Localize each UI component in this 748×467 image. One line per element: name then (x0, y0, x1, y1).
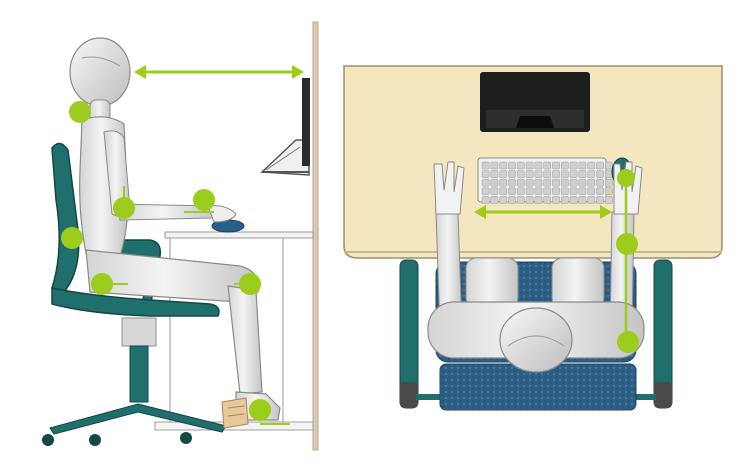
keyboard-key (560, 161, 569, 170)
keyboard-key (596, 196, 604, 204)
keyboard-key (525, 170, 534, 178)
keyboard-key (525, 178, 534, 187)
side-view (42, 21, 319, 451)
keyboard-key (516, 187, 525, 196)
keyboard-key (587, 178, 596, 187)
keyboard-key (596, 170, 604, 178)
keyboard-key (508, 170, 516, 178)
marker-neck (69, 101, 91, 123)
keyboard-key (508, 161, 516, 170)
top-view (343, 65, 723, 411)
laptop-monitor-icon (260, 78, 310, 176)
keyboard-key (604, 161, 613, 170)
keyboard-key (481, 187, 490, 196)
keyboard-key (490, 178, 499, 187)
keyboard-key (525, 187, 534, 196)
keyboard-key (508, 196, 516, 204)
keyboard-key (543, 187, 552, 196)
keyboard-key (508, 178, 516, 187)
keyboard-key (578, 178, 587, 187)
keyboard-key (543, 161, 552, 170)
keyboard-key (534, 178, 543, 187)
keyboard-key (490, 196, 499, 204)
eye-to-screen-arrow (134, 65, 304, 79)
keyboard-key (499, 161, 508, 170)
keyboard-key (481, 161, 490, 170)
keyboard-key (560, 170, 569, 178)
marker-wrist (193, 189, 215, 211)
marker-ankle (249, 399, 271, 421)
keyboard-key (604, 178, 613, 187)
marker-lower-back (61, 227, 83, 249)
keyboard-key (508, 187, 516, 196)
keyboard-key (587, 170, 596, 178)
keyboard-key (552, 161, 560, 170)
head (69, 37, 131, 107)
keyboard-key (490, 187, 499, 196)
keyboard-key (516, 196, 525, 204)
keyboard-key (587, 187, 596, 196)
keyboard-key (560, 196, 569, 204)
keyboard-key (587, 196, 596, 204)
keyboard-key (578, 187, 587, 196)
keyboard-key (569, 161, 578, 170)
keyboard-key (596, 178, 604, 187)
keyboard-key (499, 170, 508, 178)
side-view-markers (61, 101, 290, 425)
keyboard-key (534, 196, 543, 204)
keyboard-key (481, 196, 490, 204)
keyboard-key (552, 178, 560, 187)
keyboard-key (569, 178, 578, 187)
keyboard-key (552, 170, 560, 178)
marker-elbow-top (616, 233, 638, 255)
keyboard-key (587, 161, 596, 170)
keyboard-key (543, 196, 552, 204)
keyboard-key (569, 187, 578, 196)
keyboard-key (569, 196, 578, 204)
footrest-icon (221, 397, 249, 429)
keyboard-key (578, 196, 587, 204)
keyboard-key (534, 170, 543, 178)
top-view-markers (616, 169, 639, 353)
keyboard-key (534, 187, 543, 196)
keyboard-key (481, 170, 490, 178)
keyboard-key (604, 170, 613, 178)
keyboard-key (560, 178, 569, 187)
keyboard-key (552, 187, 560, 196)
keyboard-key (543, 178, 552, 187)
keyboard-key (499, 196, 508, 204)
keyboard-key (499, 178, 508, 187)
keyboard-key (596, 187, 604, 196)
mannequin-side (69, 37, 281, 421)
marker-hand-top (617, 169, 635, 187)
keyboard-key (516, 178, 525, 187)
marker-shoulder-top (617, 331, 639, 353)
keyboard-key (481, 178, 490, 187)
keyboard-key (569, 170, 578, 178)
keyboard-key (525, 161, 534, 170)
keyboard-key (543, 170, 552, 178)
keyboard-key (499, 187, 508, 196)
mannequin-top (427, 161, 645, 373)
keyboard-key (490, 170, 499, 178)
keyboard-reach-arrow (474, 205, 612, 219)
keyboard-key (490, 161, 499, 170)
keyboard-key (516, 170, 525, 178)
keyboard-key (604, 196, 613, 204)
wall-partition (312, 21, 319, 451)
keyboard-icon (477, 157, 613, 204)
keyboard-key (604, 187, 613, 196)
keyboard-key (578, 161, 587, 170)
keyboard-key (516, 161, 525, 170)
keyboard-key (525, 196, 534, 204)
keyboard-key (578, 170, 587, 178)
keyboard-key (596, 161, 604, 170)
keyboard-key (534, 161, 543, 170)
keyboard-key (552, 196, 560, 204)
monitor-top (480, 72, 590, 132)
keyboard-key (560, 187, 569, 196)
